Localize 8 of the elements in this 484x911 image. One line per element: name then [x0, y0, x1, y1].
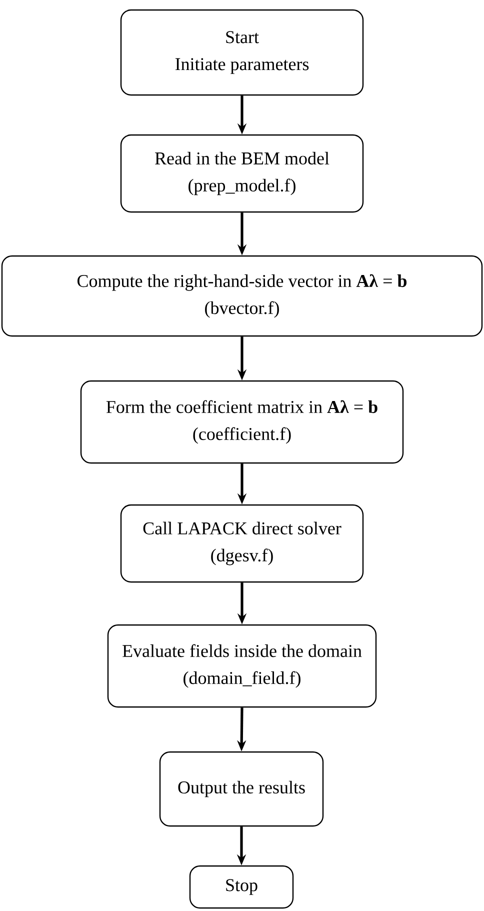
process-box: Call LAPACK direct solver (dgesv.f) [120, 504, 364, 583]
process-box: Evaluate fields inside the domain (domain_field.f) [107, 624, 377, 708]
process-box: Form the coefficient matrix in Aλ = b (coefficient.f) [80, 380, 404, 464]
process-box: Output the results [159, 751, 324, 827]
process-box: Compute the right-hand-side vector in Aλ = b (bvector.f) [1, 255, 483, 337]
process-box: Read in the BEM model (prep_model.f) [120, 134, 364, 213]
process-box: Stop [189, 865, 294, 909]
process-box: Start Initiate parameters [120, 9, 364, 96]
